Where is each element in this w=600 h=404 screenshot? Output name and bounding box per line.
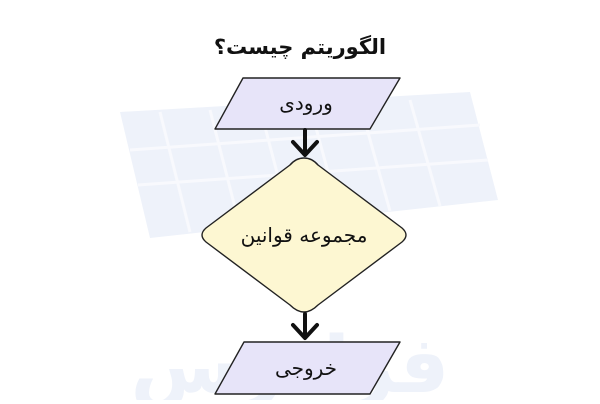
arrow-1-head [291,140,319,157]
arrow-2-head [291,323,319,340]
process-node: مجموعه قوانین [201,157,407,313]
input-label: ورودی [279,91,333,115]
input-node: ورودی [214,77,401,130]
process-diamond [201,157,407,313]
output-parallelogram [214,341,401,395]
input-parallelogram [214,77,401,130]
output-label: خروجی [275,356,337,380]
output-node: خروجی [214,341,401,395]
arrow-input-to-process [291,128,319,157]
process-label: مجموعه قوانین [241,223,368,247]
arrow-process-to-output [291,312,319,340]
page-title: الگوریتم چیست؟ [214,34,386,59]
